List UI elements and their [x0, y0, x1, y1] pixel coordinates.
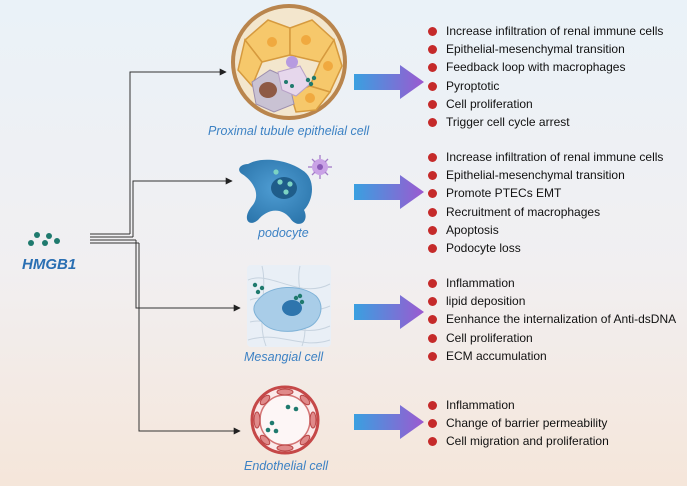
effect-text: Change of barrier permeability: [446, 416, 608, 431]
effect-text: Cell migration and proliferation: [446, 434, 609, 449]
bullet-icon: [428, 315, 437, 325]
podocyte-effects-list: Increase infiltration of renal immune ce…: [428, 148, 663, 257]
effect-arrow-endothelial-icon: [354, 405, 424, 439]
mesangial-label: Mesangial cell: [244, 350, 324, 364]
bullet-icon: [428, 207, 437, 217]
bullet-icon: [428, 189, 437, 199]
list-item: ECM accumulation: [428, 347, 676, 365]
list-item: Feedback loop with macrophages: [428, 58, 663, 76]
proximal-effects-list: Increase infiltration of renal immune ce…: [428, 22, 663, 131]
list-item: Epithelial-mesenchymal transition: [428, 40, 663, 58]
list-item: Pyroptotic: [428, 77, 663, 95]
connector-lines: [90, 233, 139, 244]
branch-arrow-mesangial: [135, 240, 241, 312]
endothelial-effects-list: Inflammation Change of barrier permeabil…: [428, 396, 609, 451]
effect-text: Recruitment of macrophages: [446, 204, 601, 219]
list-item: Recruitment of macrophages: [428, 203, 663, 221]
list-item: Increase infiltration of renal immune ce…: [428, 148, 663, 166]
list-item: Epithelial-mesenchymal transition: [428, 166, 663, 184]
bullet-icon: [428, 243, 437, 253]
endothelial-cell-icon: [250, 385, 320, 455]
hmgb1-label: HMGB1: [22, 256, 77, 273]
proximal-tubule-label: Proximal tubule epithelial cell: [208, 124, 370, 138]
branch-arrow-podocyte: [132, 177, 233, 237]
bullet-icon: [428, 437, 437, 447]
list-item: Cell migration and proliferation: [428, 432, 609, 450]
effect-text: Eenhance the internalization of Anti-dsD…: [446, 312, 677, 327]
list-item: Change of barrier permeability: [428, 414, 609, 432]
list-item: Eenhance the internalization of Anti-dsD…: [428, 310, 676, 328]
effect-text: ECM accumulation: [446, 348, 547, 363]
list-item: Cell proliferation: [428, 95, 663, 113]
bullet-icon: [428, 153, 437, 162]
effect-text: Increase infiltration of renal immune ce…: [446, 150, 664, 164]
list-item: Inflammation: [428, 396, 609, 414]
effect-text: Cell proliferation: [446, 96, 533, 111]
podocyte-label: podocyte: [258, 226, 309, 240]
bullet-icon: [428, 401, 437, 410]
effect-text: Inflammation: [446, 398, 515, 412]
bullet-icon: [428, 297, 437, 307]
endothelial-label: Endothelial cell: [244, 459, 329, 473]
bullet-icon: [428, 351, 437, 361]
bullet-icon: [428, 45, 437, 55]
list-item: Inflammation: [428, 274, 676, 292]
effect-text: Promote PTECs EMT: [446, 186, 562, 201]
branch-arrow-proximal: [129, 68, 227, 234]
bullet-icon: [428, 117, 437, 127]
bullet-icon: [428, 27, 437, 36]
effect-arrow-mesangial-icon: [354, 295, 424, 329]
effect-text: Pyroptotic: [446, 78, 500, 93]
list-item: lipid deposition: [428, 292, 676, 310]
podocyte-cell-icon: [239, 155, 332, 224]
proximal-tubule-cell-icon: [231, 4, 347, 120]
list-item: Promote PTECs EMT: [428, 184, 663, 202]
list-item: Apoptosis: [428, 221, 663, 239]
bullet-icon: [428, 171, 437, 181]
bullet-icon: [428, 419, 437, 429]
effect-text: lipid deposition: [446, 294, 526, 309]
effect-text: Podocyte loss: [446, 240, 521, 255]
effect-text: Epithelial-mesenchymal transition: [446, 42, 625, 57]
effect-text: Inflammation: [446, 276, 515, 290]
list-item: Podocyte loss: [428, 239, 663, 257]
bullet-icon: [428, 279, 437, 288]
bullet-icon: [428, 63, 437, 73]
bullet-icon: [428, 99, 437, 109]
list-item: Increase infiltration of renal immune ce…: [428, 22, 663, 40]
mesangial-effects-list: Inflammation lipid deposition Eenhance t…: [428, 274, 676, 365]
effect-text: Increase infiltration of renal immune ce…: [446, 24, 664, 38]
effect-text: Cell proliferation: [446, 330, 533, 345]
bullet-icon: [428, 333, 437, 343]
effect-text: Feedback loop with macrophages: [446, 60, 626, 75]
mesangial-cell-icon: [247, 265, 331, 347]
effect-arrow-podocyte-icon: [354, 175, 424, 209]
branch-arrow-endothelial: [138, 243, 241, 435]
bullet-icon: [428, 81, 437, 91]
effect-text: Epithelial-mesenchymal transition: [446, 168, 625, 183]
list-item: Trigger cell cycle arrest: [428, 113, 663, 131]
hmgb1-dots-icon: [28, 232, 60, 246]
effect-text: Apoptosis: [446, 222, 499, 237]
effect-arrow-proximal-icon: [354, 65, 424, 99]
list-item: Cell proliferation: [428, 329, 676, 347]
effect-text: Trigger cell cycle arrest: [446, 114, 570, 129]
bullet-icon: [428, 225, 437, 235]
